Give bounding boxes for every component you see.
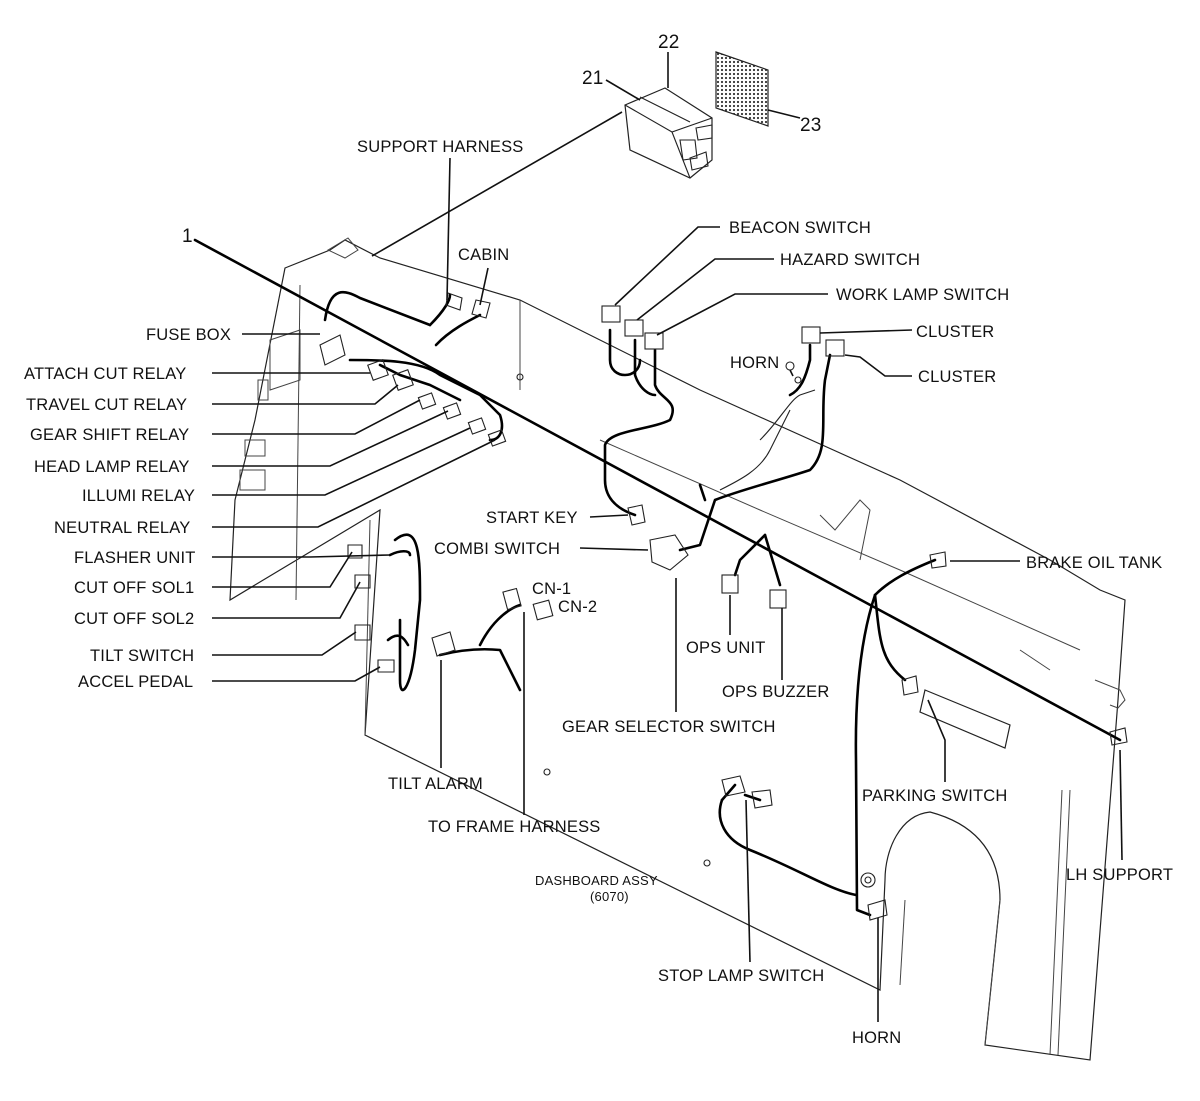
label-ops-unit: OPS UNIT bbox=[686, 639, 766, 657]
item-number-22: 22 bbox=[658, 32, 680, 53]
label-travel-cut-relay: TRAVEL CUT RELAY bbox=[26, 396, 187, 414]
label-cluster-2: CLUSTER bbox=[918, 368, 996, 386]
wire-harness bbox=[193, 238, 1122, 917]
label-cut-off-sol2: CUT OFF SOL2 bbox=[74, 610, 194, 628]
label-lh-support: LH SUPPORT bbox=[1066, 866, 1173, 884]
label-work-lamp-switch: WORK LAMP SWITCH bbox=[836, 286, 1009, 304]
label-sheet-item-23 bbox=[715, 51, 769, 127]
label-cn-2: CN-2 bbox=[558, 598, 597, 616]
label-ops-buzzer: OPS BUZZER bbox=[722, 683, 829, 701]
callout-labels: 22 21 23 1 SUPPORT HARNESS CABIN BEACON … bbox=[24, 32, 1173, 1047]
label-cabin: CABIN bbox=[458, 246, 509, 264]
label-to-frame-harness: TO FRAME HARNESS bbox=[428, 818, 601, 836]
label-fuse-box: FUSE BOX bbox=[146, 326, 231, 344]
item-number-1: 1 bbox=[182, 226, 193, 247]
label-horn-bottom: HORN bbox=[852, 1029, 901, 1047]
label-combi-switch: COMBI SWITCH bbox=[434, 540, 560, 558]
dashboard-panel bbox=[229, 237, 1126, 1061]
label-cut-off-sol1: CUT OFF SOL1 bbox=[74, 579, 194, 597]
label-start-key: START KEY bbox=[486, 509, 578, 527]
label-brake-oil-tank: BRAKE OIL TANK bbox=[1026, 554, 1162, 572]
label-dashboard-assy-ref: (6070) bbox=[590, 889, 629, 904]
label-illumi-relay: ILLUMI RELAY bbox=[82, 487, 195, 505]
label-dashboard-assy: DASHBOARD ASSY bbox=[535, 873, 658, 888]
label-flasher-unit: FLASHER UNIT bbox=[74, 549, 196, 567]
connectors bbox=[319, 292, 1128, 921]
item-number-21: 21 bbox=[582, 68, 604, 89]
label-attach-cut-relay: ATTACH CUT RELAY bbox=[24, 365, 186, 383]
item-number-23: 23 bbox=[800, 115, 822, 136]
label-tilt-alarm: TILT ALARM bbox=[388, 775, 483, 793]
label-tilt-switch: TILT SWITCH bbox=[90, 647, 194, 665]
label-horn-top: HORN bbox=[730, 354, 779, 372]
label-head-lamp-relay: HEAD LAMP RELAY bbox=[34, 458, 190, 476]
label-cluster-1: CLUSTER bbox=[916, 323, 994, 341]
fuse-box-detail bbox=[624, 87, 713, 179]
label-gear-shift-relay: GEAR SHIFT RELAY bbox=[30, 426, 189, 444]
label-cn-1: CN-1 bbox=[532, 580, 571, 598]
leader-lines bbox=[212, 52, 1123, 1022]
label-neutral-relay: NEUTRAL RELAY bbox=[54, 519, 190, 537]
label-support-harness: SUPPORT HARNESS bbox=[357, 138, 524, 156]
label-hazard-switch: HAZARD SWITCH bbox=[780, 251, 920, 269]
label-beacon-switch: BEACON SWITCH bbox=[729, 219, 871, 237]
label-parking-switch: PARKING SWITCH bbox=[862, 787, 1008, 805]
label-gear-selector-switch: GEAR SELECTOR SWITCH bbox=[562, 718, 776, 736]
label-stop-lamp-switch: STOP LAMP SWITCH bbox=[658, 967, 824, 985]
label-accel-pedal: ACCEL PEDAL bbox=[78, 673, 193, 691]
